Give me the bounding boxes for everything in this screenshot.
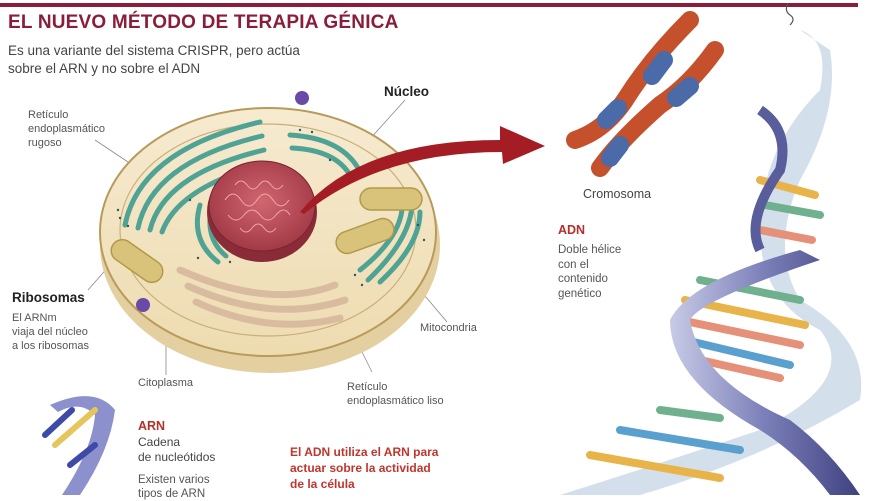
label-line: contenido [558, 273, 608, 285]
smooth-er [176, 266, 349, 328]
mitochondrion [359, 187, 423, 211]
arn-note: Existen varios tipos de ARN [138, 473, 210, 501]
red-arrow [300, 126, 545, 214]
chromatin [224, 180, 291, 233]
label-line: Doble hélice [558, 244, 622, 256]
label-citoplasma: Citoplasma [138, 377, 194, 389]
label-line: Retículo [28, 109, 69, 121]
label-arn: ARN [138, 419, 166, 433]
arn-strand [42, 396, 115, 495]
page-title: EL NUEVO MÉTODO DE TERAPIA GÉNICA [8, 12, 399, 33]
label-ribosomas: Ribosomas [12, 290, 85, 305]
label-line: Retículo [347, 381, 388, 393]
subtitle-line: Es una variante del sistema CRISPR, pero… [8, 43, 300, 58]
dna-backbone-strand [670, 250, 860, 495]
callout-line: de la célula [290, 477, 355, 491]
mitochondrion [110, 238, 164, 284]
dna-unwound-end [785, 2, 794, 26]
arn-description: Cadena de nucleótidos [138, 435, 215, 465]
arn-base [42, 407, 75, 438]
ribosome [136, 298, 150, 312]
mitochondria [110, 187, 423, 284]
ribosome [295, 91, 309, 105]
label-nucleo: Núcleo [384, 84, 430, 99]
label-line: El ARNm [12, 312, 57, 324]
dna-helix [560, 2, 862, 495]
mitochondrion [335, 217, 395, 255]
label-adn: ADN [558, 223, 586, 237]
label-cromosoma: Cromosoma [583, 187, 652, 201]
label-reticulo-rugoso: Retículo endoplasmático rugoso [28, 108, 105, 150]
label-line: Existen varios [138, 474, 210, 486]
label-line: con el [558, 258, 589, 271]
label-reticulo-liso: Retículo endoplasmático liso [347, 380, 444, 408]
label-line: endoplasmático [28, 123, 106, 135]
label-line: tipos de ARN [138, 488, 206, 500]
title-rule [0, 3, 858, 7]
label-line: endoplasmático liso [347, 395, 444, 407]
label-line: a los ribosomas [12, 340, 90, 352]
label-line: Cadena [138, 435, 181, 449]
leader-line-reticulo-rugoso [94, 139, 129, 163]
callout-text: El ADN utiliza el ARN para actuar sobre … [290, 444, 438, 492]
label-line: rugoso [28, 137, 62, 149]
label-line: de nucleótidos [138, 450, 216, 464]
arn-base [52, 407, 98, 448]
arn-backbone [50, 396, 115, 495]
arn-base [67, 442, 98, 468]
label-line: genético [558, 287, 602, 300]
ribosomas-description: El ARNm viaja del núcleo a los ribosomas [12, 311, 89, 353]
label-line: viaja del núcleo [12, 326, 88, 338]
label-mitocondria: Mitocondria [420, 322, 477, 334]
cell [99, 91, 440, 373]
subtitle-line: sobre el ARN y no sobre el ADN [8, 61, 201, 76]
arrow-to-chromosome [300, 126, 545, 214]
dna-base-pairs [586, 176, 824, 482]
callout-line: El ADN utiliza el ARN para [290, 445, 439, 459]
nucleus [208, 160, 316, 252]
chromosome [566, 11, 724, 177]
callout-line: actuar sobre la actividad [290, 461, 431, 475]
adn-description: Doble hélice con el contenido genético [558, 243, 621, 301]
subtitle: Es una variante del sistema CRISPR, pero… [8, 42, 368, 78]
dna-backbone-strand [750, 105, 788, 253]
